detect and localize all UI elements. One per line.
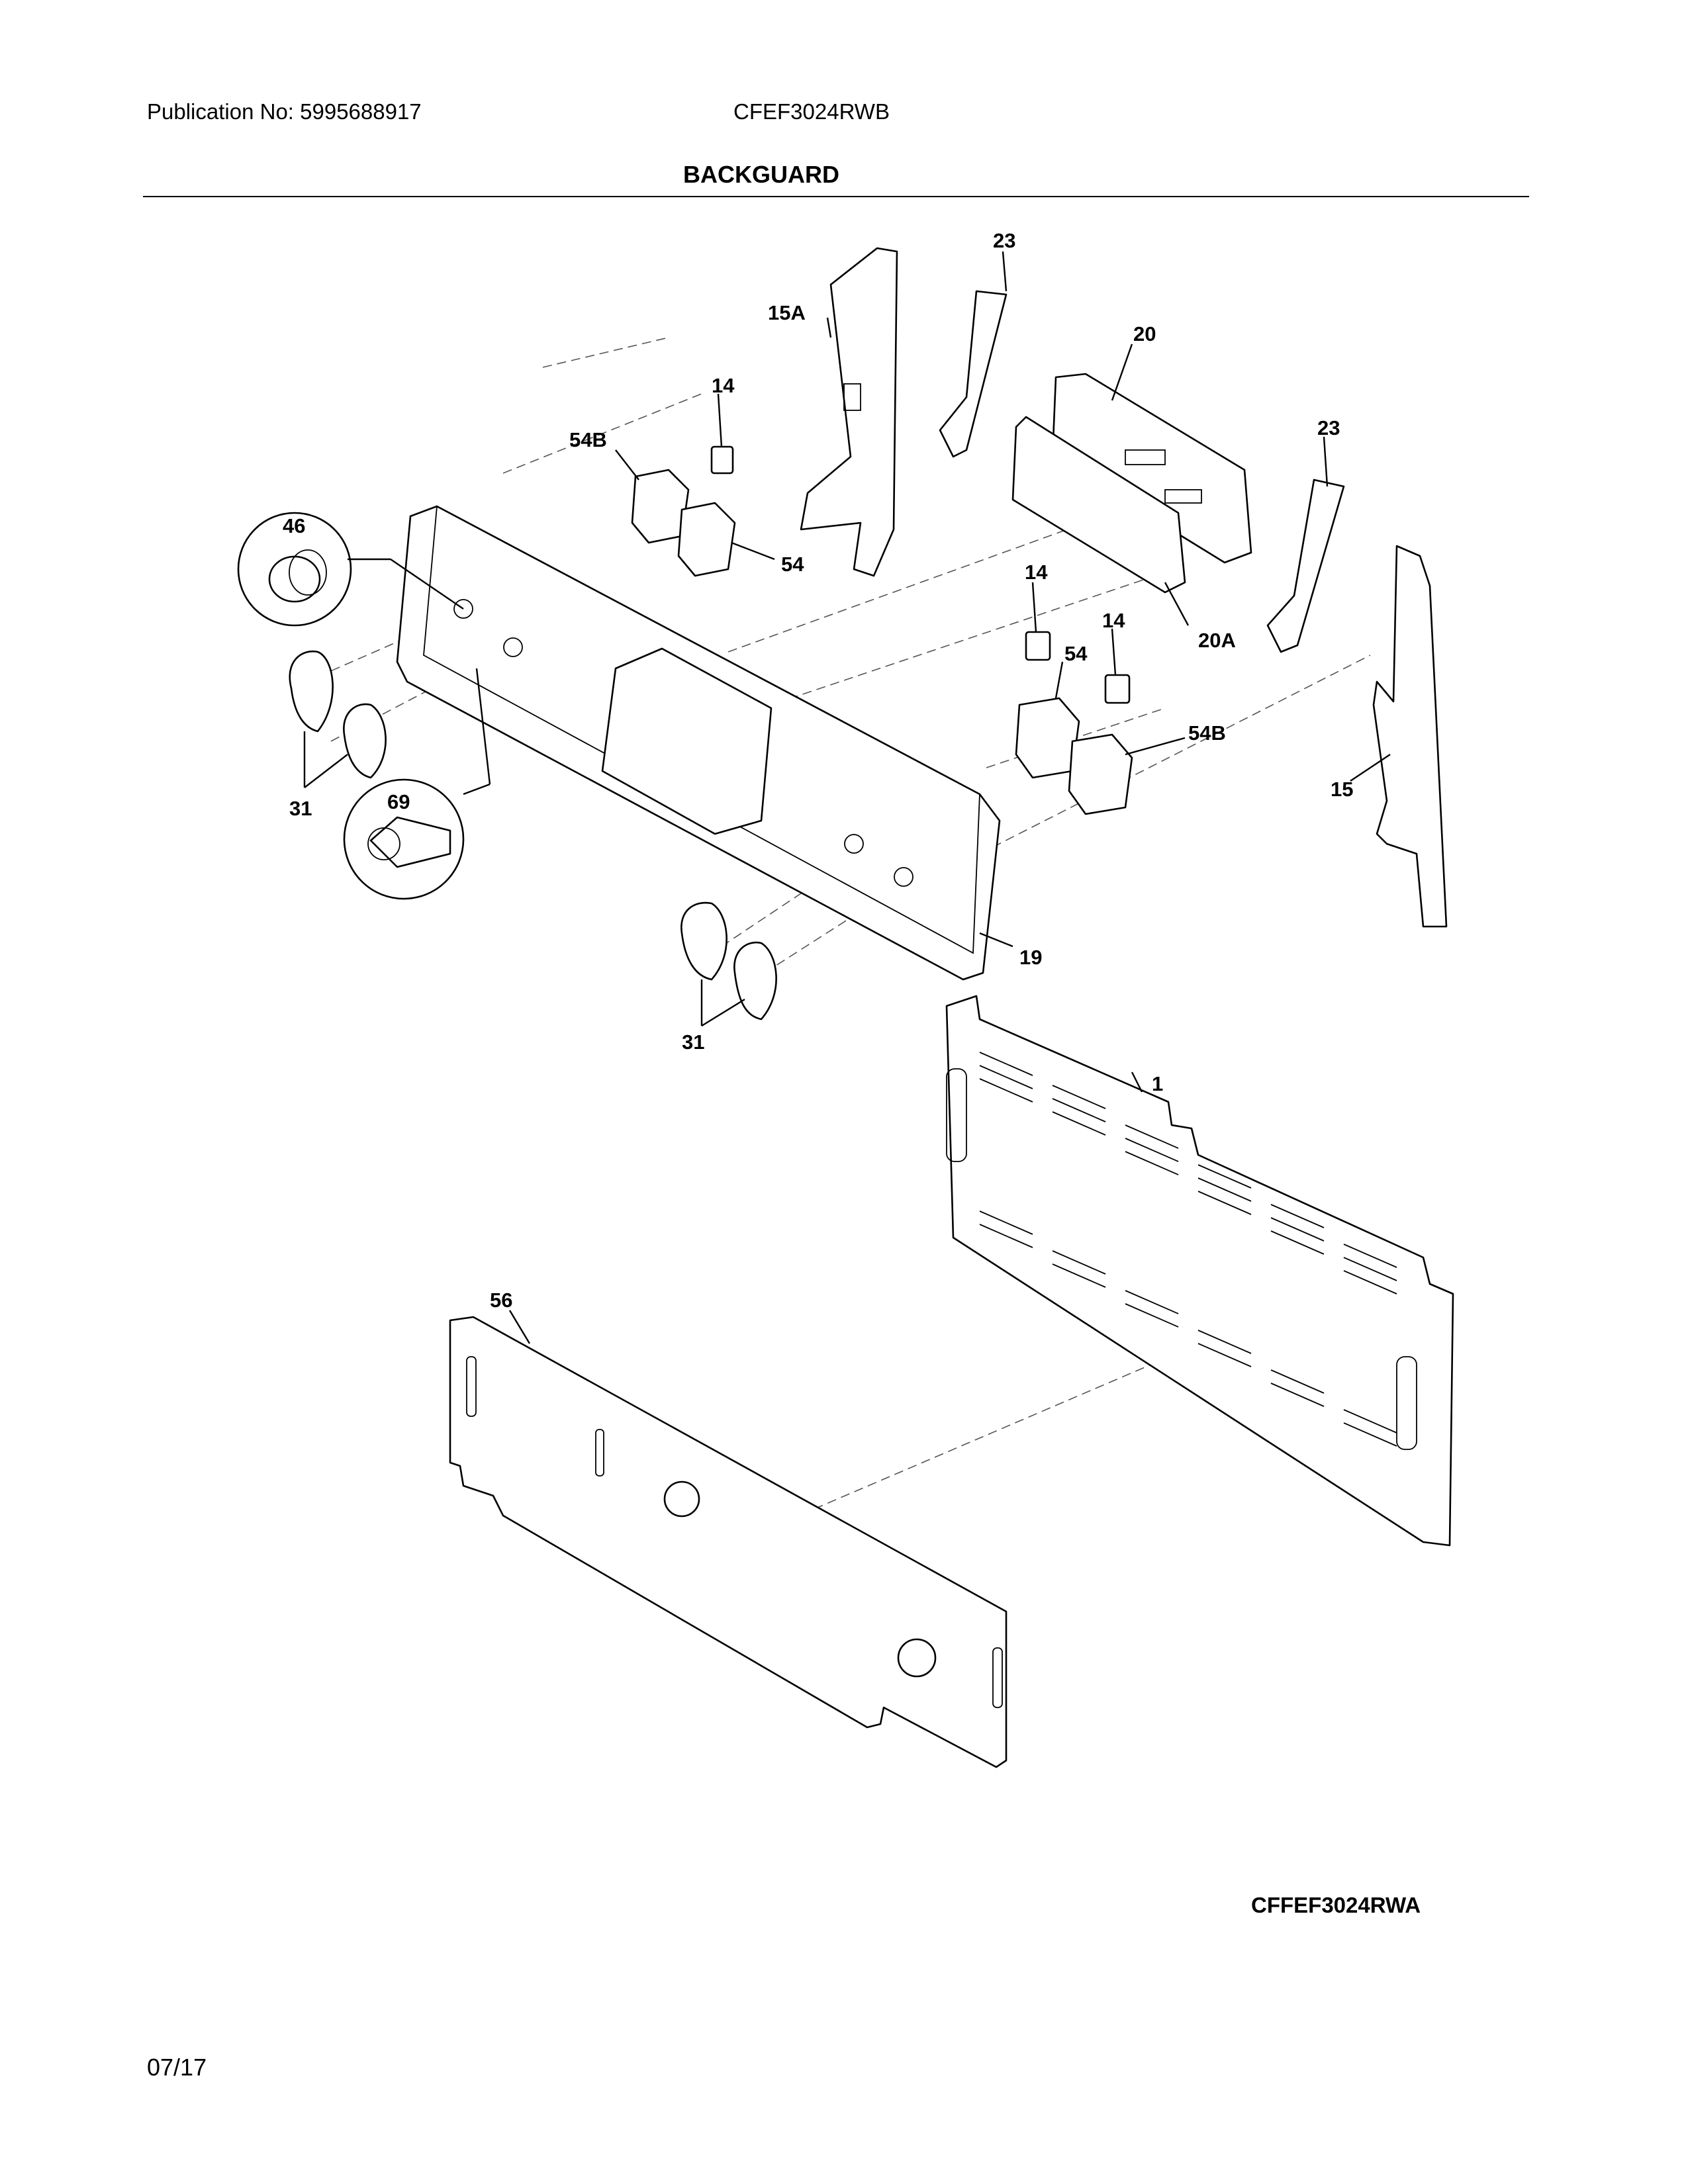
- infinite-switch-54-upper: [677, 502, 736, 577]
- detail-circle-46: [237, 512, 352, 627]
- revision-date: 07/17: [147, 2054, 207, 2081]
- page-title: BACKGUARD: [683, 161, 839, 188]
- leader-lines: [303, 251, 1391, 1344]
- callout-15: 15: [1331, 778, 1353, 801]
- knob-lower-1: [680, 901, 727, 981]
- switch-middle: [1025, 631, 1051, 661]
- callout-23-lower: 23: [1317, 416, 1340, 439]
- callout-54-upper: 54: [781, 553, 804, 576]
- callout-14-right: 14: [1102, 609, 1125, 632]
- callout-54-lower: 54: [1064, 642, 1088, 665]
- callout-20a: 20A: [1198, 629, 1236, 652]
- left-end-cap: [800, 247, 898, 577]
- knob-upper-left-2: [343, 703, 387, 779]
- callout-labels: 1 14 14 14 15 15A 19 20 20A 23 23 31 31 …: [283, 229, 1353, 1312]
- callout-54b-lower: 54B: [1188, 721, 1226, 745]
- detail-circle-69: [343, 778, 465, 900]
- knob-upper-left-1: [289, 650, 334, 733]
- callout-31-left: 31: [289, 797, 312, 820]
- rear-panel: [945, 995, 1454, 1547]
- right-end-cap: [1372, 545, 1448, 928]
- callout-1: 1: [1152, 1072, 1163, 1095]
- callout-14-middle: 14: [1025, 561, 1048, 584]
- publication-number: Publication No: 5995688917: [147, 99, 422, 124]
- model-number: CFEF3024RWB: [733, 99, 890, 124]
- assembly-guide-lines: [291, 337, 1371, 1510]
- switch-right: [1104, 674, 1131, 704]
- callout-19: 19: [1019, 946, 1042, 969]
- end-cap-bracket-upper: [939, 290, 1008, 458]
- end-cap-bracket-lower: [1266, 478, 1345, 653]
- oven-control-board: [1011, 373, 1252, 594]
- callout-69: 69: [387, 790, 410, 813]
- backguard-panel: [396, 505, 1001, 981]
- switch-upper: [710, 445, 734, 475]
- header-divider: [143, 196, 1529, 197]
- callout-46: 46: [283, 514, 305, 537]
- infinite-switch-54-lower: [1015, 697, 1080, 779]
- callout-23-upper: 23: [993, 229, 1015, 252]
- callout-14-upper: 14: [712, 374, 735, 397]
- lower-back-panel: [449, 1316, 1008, 1768]
- knob-lower-2: [733, 941, 777, 1021]
- infinite-switch-54b-lower: [1068, 733, 1133, 815]
- callout-56: 56: [490, 1289, 512, 1312]
- vent-slots: [979, 1052, 1397, 1447]
- illustration-code: CFFEF3024RWA: [1251, 1893, 1421, 1917]
- callout-15a: 15A: [768, 301, 806, 324]
- callout-31-lower: 31: [682, 1030, 704, 1054]
- callout-54b-upper: 54B: [569, 428, 607, 451]
- callout-20: 20: [1133, 322, 1156, 345]
